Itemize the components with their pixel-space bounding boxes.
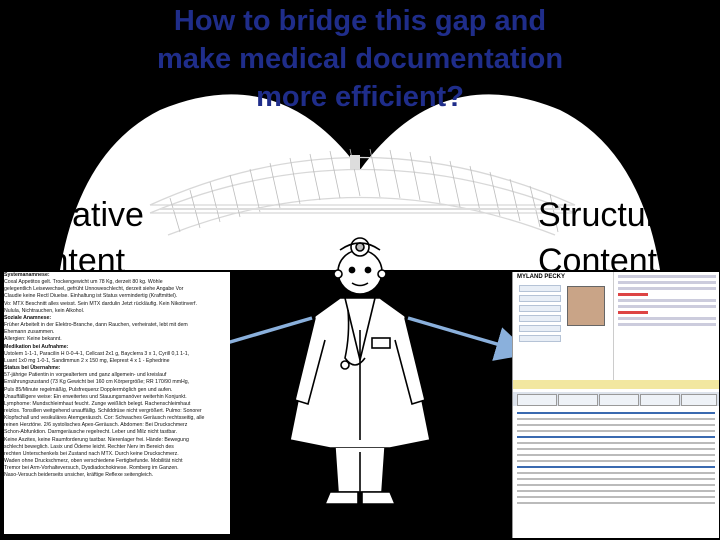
narrative-line: Nulula, Nichtrauchen, kein Alkohol. [4, 307, 85, 314]
highlight-bar [513, 380, 719, 389]
panel-line [618, 323, 716, 326]
narrative-line: Naso-Versuch beiderseits unsicher, kräft… [4, 472, 154, 479]
record-tab [599, 394, 639, 406]
narrative-line: Puls 85/Minute regelmäßig, Pulsfrequenz … [4, 386, 173, 393]
narrative-document: Systemanamnese:Coxal Appetitos gelt. Tro… [4, 272, 230, 534]
doctor-illustration [289, 237, 431, 505]
narrative-heading: Medikation bei Aufnahme: [4, 343, 69, 350]
table-row [517, 460, 715, 462]
narrative-line: 57-jährige Patientin in vorgealtertem un… [4, 372, 167, 379]
narrative-line: Keine Aszites, keine Raumforderung tastb… [4, 436, 189, 443]
narrative-line: Ernährungszustand (73 Kg Gewicht bei 160… [4, 379, 190, 386]
narrative-heading: Status bei Übernahme: [4, 365, 61, 372]
panel-line [618, 299, 716, 302]
structured-record-screenshot: MYLAND PECKY [512, 272, 719, 538]
patient-photo [567, 286, 605, 326]
table-row [517, 436, 715, 438]
table-row [517, 478, 715, 480]
form-field [519, 325, 561, 332]
narrative-line: Schon-Abfunktion. Darmgeräusche regelrec… [4, 429, 178, 436]
bridge-structure [149, 156, 576, 236]
narrative-heading: Soziale Anamnese: [4, 314, 52, 321]
narrative-line: Coxal Appetitos gelt. Trockengewicht um … [4, 279, 163, 286]
narrative-heading: Systemanamnese: [4, 272, 50, 278]
form-field [519, 315, 561, 322]
table-row [517, 424, 715, 426]
table-row [517, 442, 715, 444]
table-row [517, 448, 715, 450]
narrative-line: Klopfschall und vesikuläres Atemgeräusch… [4, 415, 205, 422]
narrative-line: Früher Arbeitelt in der Elektro-Branche,… [4, 322, 188, 329]
bridge-railing [160, 155, 560, 210]
record-tab [681, 394, 717, 406]
record-tab [517, 394, 557, 406]
narrative-content-label: Narrative Content [6, 192, 144, 284]
panel-alert-line [618, 293, 648, 296]
slide-title: How to bridge this gap and make medical … [156, 5, 564, 113]
panel-line [618, 305, 716, 308]
panel-line [618, 281, 716, 284]
arrow-to-structured [407, 316, 531, 361]
table-row [517, 496, 715, 498]
table-row [517, 502, 715, 504]
panel-alert-line [618, 311, 648, 314]
panel-line [618, 317, 716, 320]
form-field [519, 285, 561, 292]
table-row [517, 472, 715, 474]
table-row [517, 466, 715, 468]
narrative-line: Unauffälligere weise: Ein erweitertes un… [4, 393, 187, 400]
narrative-line: reinen Herztöne. 2/6 systolisches Apex-G… [4, 422, 188, 429]
table-row [517, 430, 715, 432]
narrative-line: Waden ohne Druckschmerz, oben verschiede… [4, 458, 183, 465]
record-tab [640, 394, 680, 406]
form-field [519, 305, 561, 312]
narrative-label-line-1: Narrative [6, 196, 144, 234]
doctor-right-arm [394, 317, 426, 406]
table-row [517, 454, 715, 456]
doctor-stethoscope [344, 309, 366, 366]
record-side-panel [613, 272, 719, 382]
narrative-line: Luant 1x0 mg 1-0-1, Sandimmun 2 x 150 mg… [4, 357, 170, 364]
narrative-line: gelegentlich Leisewechsel, gefrüht Unnow… [4, 286, 184, 293]
structured-content-label: Structured Content [538, 192, 695, 284]
narrative-line: reizlos. Tonsillen weitgehend unauffälli… [4, 407, 202, 414]
narrative-line: Lymphome: Mundschleimhaut feucht. Zunge … [4, 400, 191, 407]
panel-line [618, 275, 716, 278]
narrative-line: Ustolem 1-1-1, Paracilin H 0-0-4-1, Cell… [4, 350, 190, 357]
panel-line [618, 287, 716, 290]
record-tab [558, 394, 598, 406]
narrative-line: Tremor bei Arm-Vorhalteversuch, Dysdiado… [4, 465, 179, 472]
narrative-line: Claudie keine Rectl Diuelse. Einhaltung … [4, 293, 178, 300]
structured-label-line-1: Structured [538, 196, 695, 234]
form-field [519, 295, 561, 302]
table-row [517, 412, 715, 414]
table-row [517, 484, 715, 486]
narrative-line: Allergien: Keine bekannt. [4, 336, 62, 343]
narrative-line: Vo: MTX Beschnitt alles weisst. Sein MTX… [4, 300, 197, 307]
narrative-line: rechten Unterschenkels bei Zustand nach … [4, 450, 179, 457]
narrative-line: Ehemann zusammen. [4, 329, 55, 336]
table-row [517, 418, 715, 420]
record-table [513, 408, 719, 508]
record-tabs [513, 392, 719, 406]
doctor-shoes [323, 491, 397, 505]
narrative-line: schlecht beweglich. Lasix und Ödeme leic… [4, 443, 174, 450]
table-row [517, 490, 715, 492]
doctor-left-arm [294, 317, 326, 406]
patient-name: MYLAND PECKY [517, 274, 566, 280]
form-field [519, 335, 561, 342]
